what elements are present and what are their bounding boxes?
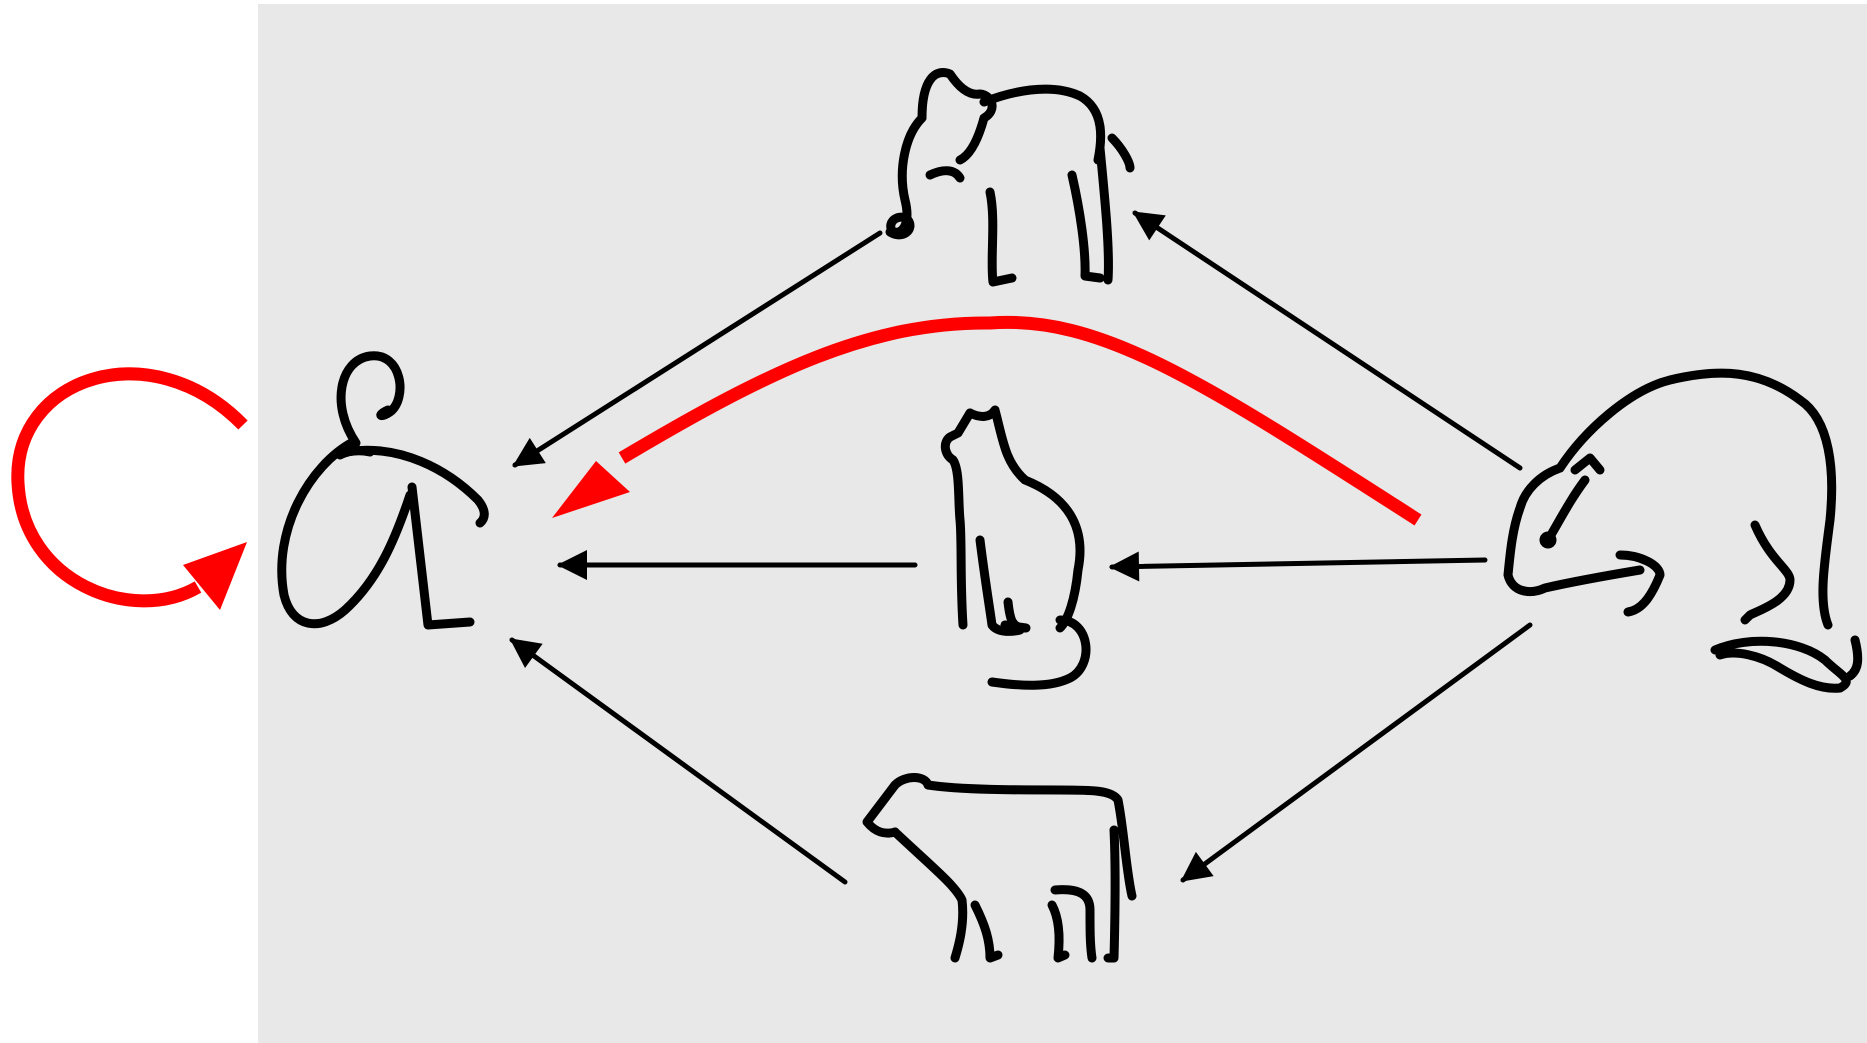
edge-rat-to-elephant bbox=[1132, 210, 1523, 471]
edge-rat-to-cow bbox=[1180, 622, 1533, 883]
cat-sketch-icon bbox=[940, 405, 1091, 690]
edge-rat-to-cat bbox=[1109, 551, 1488, 582]
rat-sketch-icon bbox=[1503, 368, 1863, 693]
elephant-sketch-icon bbox=[885, 68, 1135, 287]
diagram-background bbox=[258, 4, 1867, 1043]
cow-sketch-icon bbox=[862, 773, 1137, 963]
edge-rat-to-human-red bbox=[618, 315, 1422, 526]
edge-elephant-to-human bbox=[512, 230, 883, 468]
edge-rat-to-human-red-arrowhead bbox=[552, 461, 630, 518]
edge-human-self-loop-red-arrowhead bbox=[183, 542, 247, 610]
edge-human-self-loop-red bbox=[11, 367, 248, 608]
human-sketch-icon bbox=[277, 351, 489, 630]
edge-cow-to-human bbox=[509, 637, 848, 885]
